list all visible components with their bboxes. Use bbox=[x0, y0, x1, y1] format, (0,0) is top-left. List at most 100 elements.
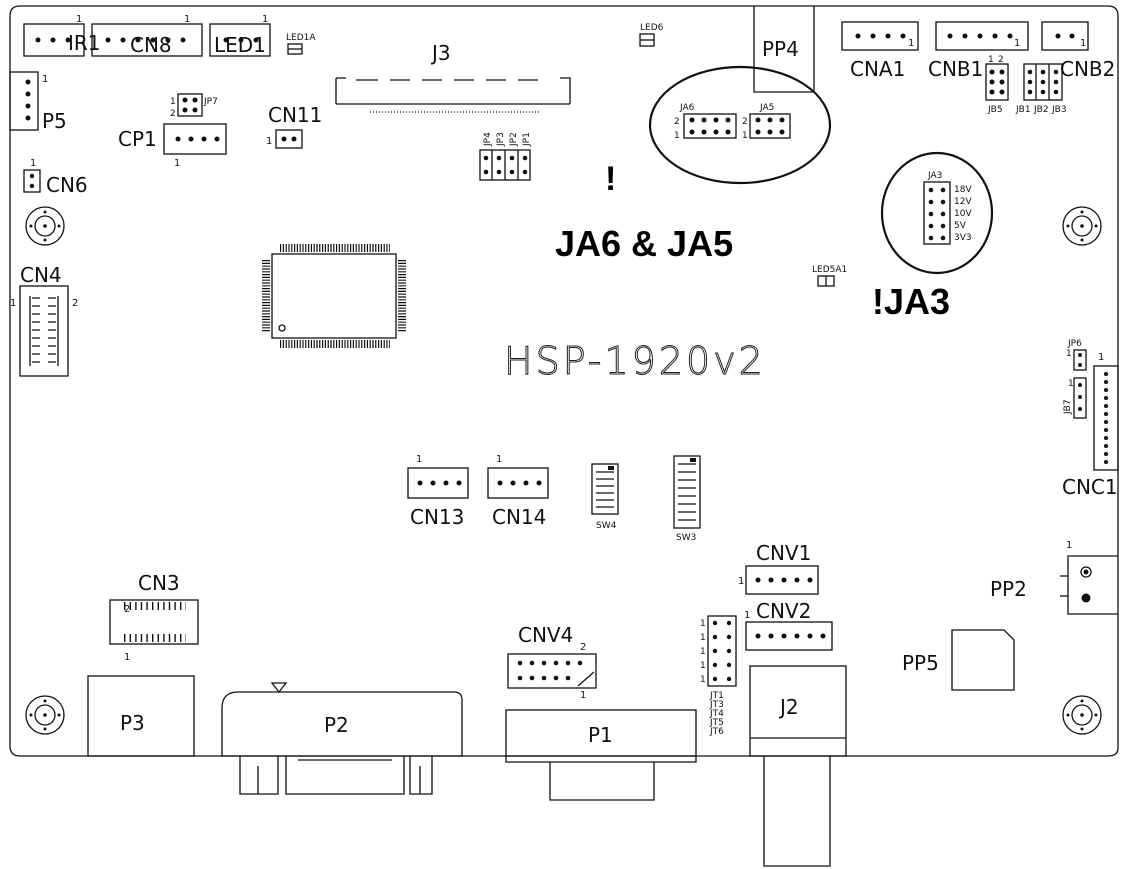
svg-text:2: 2 bbox=[170, 109, 176, 119]
p1-port: P1 bbox=[505, 709, 697, 801]
cn14-connector: 1 CN14 bbox=[487, 454, 549, 529]
svg-text:1: 1 bbox=[416, 454, 422, 465]
cn11-connector: CN11 1 bbox=[266, 103, 322, 149]
p2-port: P2 bbox=[221, 682, 463, 795]
svg-text:1: 1 bbox=[742, 131, 748, 141]
cnv4-label: CNV4 bbox=[518, 623, 573, 647]
jb7-jumper: 1 JB7 bbox=[1063, 377, 1087, 419]
jp7-jumper: 1 2 JP7 bbox=[170, 93, 218, 119]
svg-text:1: 1 bbox=[700, 633, 706, 643]
svg-text:1: 1 bbox=[30, 158, 36, 169]
ja6-label: JA6 bbox=[679, 103, 695, 113]
ja6-ja5-callout: JA6 & JA5 bbox=[555, 223, 733, 264]
cn8-connector: 1 CN8 bbox=[91, 14, 203, 57]
svg-text:2: 2 bbox=[998, 55, 1004, 65]
mount-hole-top-right bbox=[1062, 206, 1102, 246]
svg-text:JT5: JT5 bbox=[709, 718, 724, 728]
cn6-connector: 1 CN6 bbox=[23, 158, 88, 197]
svg-text:2: 2 bbox=[742, 117, 748, 127]
svg-text:2: 2 bbox=[580, 642, 586, 653]
ja3-voltage-3v3: 3V3 bbox=[954, 233, 972, 243]
svg-text:1: 1 bbox=[580, 690, 586, 701]
jb5-label: JB5 bbox=[987, 105, 1003, 115]
pp2-label: PP2 bbox=[990, 577, 1027, 601]
sw4-switch: SW4 bbox=[591, 463, 619, 531]
svg-text:1: 1 bbox=[700, 647, 706, 657]
cn3-label: CN3 bbox=[138, 571, 180, 595]
svg-text:1: 1 bbox=[262, 14, 268, 25]
j2-label: J2 bbox=[778, 695, 799, 719]
cnb1-connector: 1 CNB1 bbox=[928, 21, 1029, 81]
mount-hole-bottom-left bbox=[25, 695, 65, 735]
sw4-label: SW4 bbox=[596, 521, 617, 531]
svg-text:JT6: JT6 bbox=[709, 727, 724, 737]
sw3-switch: SW3 bbox=[673, 455, 701, 543]
sw3-label: SW3 bbox=[676, 533, 696, 543]
cnv1-connector: CNV1 1 bbox=[738, 541, 819, 595]
cnv2-connector: 1 CNV2 bbox=[744, 599, 833, 651]
pp5-connector: PP5 bbox=[902, 629, 1015, 691]
led6-label: LED6 bbox=[640, 23, 664, 33]
svg-text:1: 1 bbox=[184, 14, 190, 25]
cnb1-label: CNB1 bbox=[928, 57, 983, 81]
ja6-ja5-exclaim: ! bbox=[605, 160, 616, 198]
svg-text:JP3: JP3 bbox=[496, 132, 506, 147]
svg-text:JP4: JP4 bbox=[483, 132, 493, 147]
ja3-voltage-10v: 10V bbox=[954, 209, 972, 219]
pp4-label: PP4 bbox=[762, 37, 799, 61]
p5-connector: 1 P5 bbox=[9, 71, 67, 133]
p3-label: P3 bbox=[120, 711, 145, 735]
svg-text:1: 1 bbox=[1098, 352, 1104, 363]
cnc1-label: CNC1 bbox=[1062, 475, 1118, 499]
jt-jumpers: 1 1 1 1 1 JT1 JT3 JT4 JT5 JT6 bbox=[700, 615, 737, 737]
svg-text:JP1: JP1 bbox=[522, 132, 532, 147]
svg-text:2: 2 bbox=[674, 117, 680, 127]
ja3-label: JA3 bbox=[927, 171, 942, 181]
svg-text:1: 1 bbox=[174, 158, 180, 169]
ja3-highlight: JA3 18V 12V 10V 5V 3V3 bbox=[880, 151, 994, 275]
cn14-label: CN14 bbox=[492, 505, 546, 529]
cn13-label: CN13 bbox=[410, 505, 464, 529]
svg-text:1: 1 bbox=[744, 610, 750, 621]
mount-hole-top-left bbox=[25, 206, 65, 246]
cn4-connector: CN4 1 2 bbox=[10, 263, 78, 377]
cnv1-label: CNV1 bbox=[756, 541, 811, 565]
svg-text:1: 1 bbox=[1014, 38, 1020, 49]
svg-text:1: 1 bbox=[10, 298, 16, 309]
led5a1-label: LED5A1 bbox=[812, 265, 847, 275]
jb1-jb3-jumpers: JB1 JB2 JB3 bbox=[1015, 63, 1067, 115]
board-outline bbox=[9, 5, 1119, 757]
cna1-connector: 1 CNA1 bbox=[841, 21, 919, 81]
jp1-jp4-jumpers: JP4 JP3 JP2 JP1 bbox=[479, 132, 532, 181]
led1a: LED1A bbox=[286, 33, 316, 55]
p5-label: P5 bbox=[42, 109, 67, 133]
svg-text:1: 1 bbox=[674, 131, 680, 141]
cn11-label: CN11 bbox=[268, 103, 322, 127]
cnb2-label: CNB2 bbox=[1060, 57, 1115, 81]
svg-text:1: 1 bbox=[1066, 540, 1072, 551]
led1-label: LED1 bbox=[214, 33, 266, 57]
svg-text:1: 1 bbox=[908, 38, 914, 49]
jp7-label: JP7 bbox=[203, 97, 218, 107]
cn3-connector: 2 CN3 1 bbox=[109, 571, 199, 663]
pin1-mark: 1 bbox=[76, 14, 82, 25]
svg-text:2: 2 bbox=[72, 298, 78, 309]
pp2-connector: 1 PP2 bbox=[990, 540, 1118, 615]
j2-jack: J2 bbox=[749, 665, 847, 867]
p1-label: P1 bbox=[588, 723, 613, 747]
pp4-connector: PP4 bbox=[753, 6, 815, 93]
svg-text:1: 1 bbox=[1080, 38, 1086, 49]
svg-text:JT3: JT3 bbox=[709, 700, 724, 710]
svg-text:JT1: JT1 bbox=[709, 691, 724, 701]
svg-text:1: 1 bbox=[738, 576, 744, 587]
cnv4-connector: CNV4 2 1 bbox=[507, 623, 597, 701]
svg-text:1: 1 bbox=[700, 661, 706, 671]
svg-text:JT4: JT4 bbox=[709, 709, 724, 719]
pp5-label: PP5 bbox=[902, 651, 939, 675]
svg-text:1: 1 bbox=[42, 74, 48, 85]
svg-text:1: 1 bbox=[700, 675, 706, 685]
svg-text:JB3: JB3 bbox=[1051, 105, 1067, 115]
p2-label: P2 bbox=[324, 713, 349, 737]
ir1-label: IR1 bbox=[68, 31, 101, 55]
